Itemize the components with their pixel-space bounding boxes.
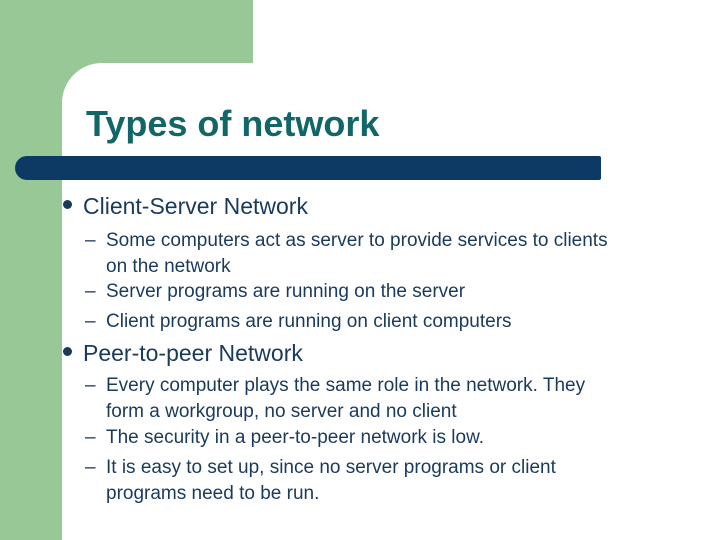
bullet-text-line: The security in a peer-to-peer network i… (106, 427, 485, 448)
bullet-text: Client programs are running on client co… (106, 309, 512, 335)
dash-icon: – (85, 457, 96, 478)
bullet-text-line: Server programs are running on the serve… (106, 281, 466, 302)
dash-icon: – (85, 311, 96, 332)
list-item: – Every computer plays the same role in … (85, 373, 585, 425)
bullet-text: Every computer plays the same role in th… (106, 373, 585, 425)
bullet-text: Server programs are running on the serve… (106, 279, 465, 305)
list-item: – Server programs are running on the ser… (85, 279, 465, 305)
section-heading-label: Peer-to-peer Network (83, 340, 303, 366)
section-heading-client-server: Client-Server Network (63, 193, 308, 219)
bullet-text: It is easy to set up, since no server pr… (106, 455, 556, 507)
bullet-text: Some computers act as server to provide … (106, 228, 608, 280)
bullet-text-line: on the network (106, 256, 231, 277)
bullet-text-line: It is easy to set up, since no server pr… (106, 457, 556, 478)
bullet-text-line: Client programs are running on client co… (106, 311, 512, 332)
slide-title: Types of network (86, 103, 380, 144)
dash-icon: – (85, 230, 96, 251)
list-item: – Some computers act as server to provid… (85, 228, 608, 280)
list-item: – The security in a peer-to-peer network… (85, 425, 484, 451)
bullet-text-line: Every computer plays the same role in th… (106, 375, 586, 396)
bullet-text-line: form a workgroup, no server and no clien… (106, 401, 457, 422)
section-heading-label: Client-Server Network (83, 193, 308, 219)
content-card (62, 63, 720, 540)
dash-icon: – (85, 281, 96, 302)
title-underline-bar (15, 156, 601, 180)
bullet-icon (63, 347, 72, 356)
section-heading-peer-to-peer: Peer-to-peer Network (63, 340, 303, 366)
dash-icon: – (85, 427, 96, 448)
bullet-icon (63, 200, 72, 209)
bullet-text-line: programs need to be run. (106, 483, 320, 504)
dash-icon: – (85, 375, 96, 396)
bullet-text-line: Some computers act as server to provide … (106, 230, 608, 251)
list-item: – It is easy to set up, since no server … (85, 455, 556, 507)
bullet-text: The security in a peer-to-peer network i… (106, 425, 484, 451)
list-item: – Client programs are running on client … (85, 309, 512, 335)
